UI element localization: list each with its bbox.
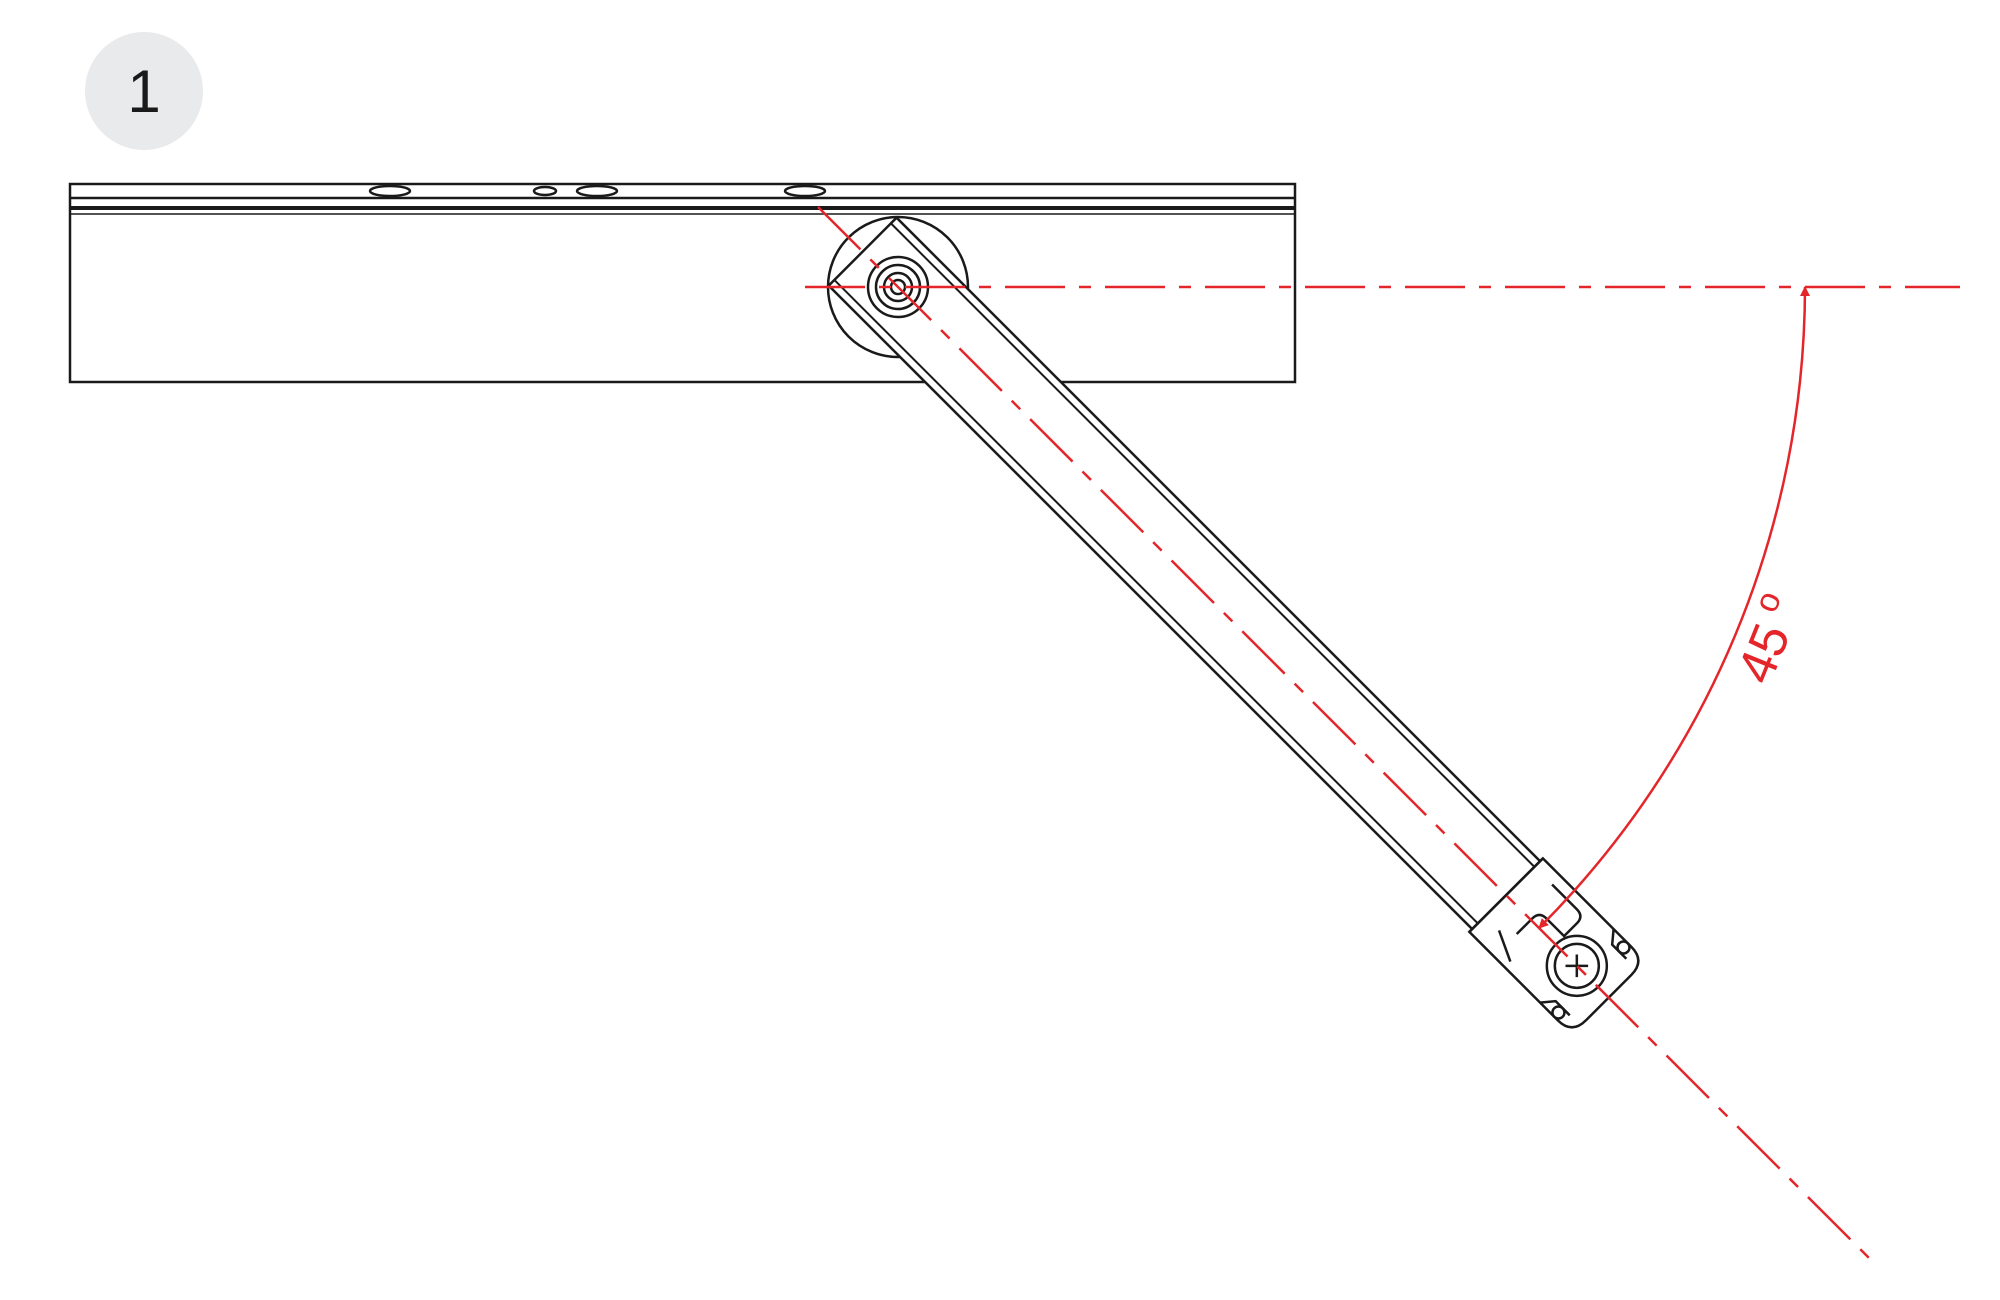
rail-hole xyxy=(532,185,558,197)
arm-center-line xyxy=(817,206,1876,1265)
angle-dimension xyxy=(1538,286,1810,929)
rail-hole xyxy=(575,184,619,198)
mounting-rail xyxy=(68,182,1297,384)
center-lines xyxy=(805,206,1960,1265)
rail-hole xyxy=(368,184,412,198)
rail-hole xyxy=(783,184,827,198)
step-number-badge: 1 xyxy=(85,32,203,150)
angle-unit: o xyxy=(1747,586,1789,618)
step-number: 1 xyxy=(127,57,161,125)
angle-arc xyxy=(1538,286,1810,929)
